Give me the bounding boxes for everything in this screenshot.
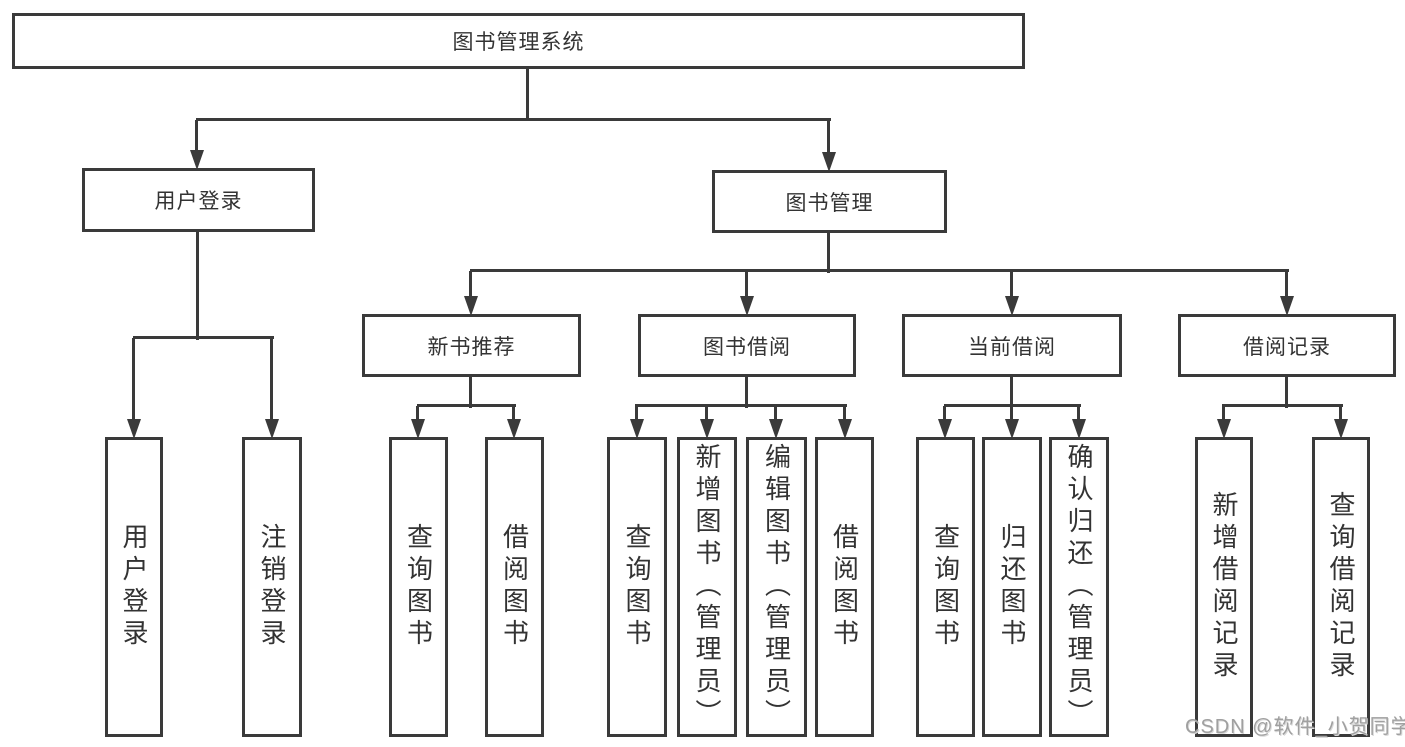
leaf-return-books: 归还图书: [982, 437, 1042, 737]
leaf-query-books-recommend: 查询图书: [389, 437, 448, 737]
leaf-label: 注销登录: [257, 523, 287, 651]
arrow-down-icon: [464, 296, 478, 316]
arrow-down-icon: [630, 419, 644, 439]
connector-arrow-stem: [1010, 271, 1013, 298]
connector-arrow-stem: [635, 406, 638, 421]
arrow-down-icon: [190, 150, 204, 170]
leaf-label: 新增图书（管理员）: [692, 443, 722, 731]
connector-vline: [526, 69, 529, 121]
connector-hline: [1222, 404, 1343, 407]
arrow-down-icon: [507, 419, 521, 439]
connector-hline: [944, 404, 1081, 407]
arrow-down-icon: [127, 419, 141, 439]
watermark: CSDN @软件_小贺同学: [1185, 716, 1405, 738]
leaf-edit-books-admin: 编辑图书（管理员）: [746, 437, 807, 737]
connector-hline: [196, 118, 831, 121]
node-new-book-recommendation: 新书推荐: [362, 314, 581, 377]
connector-arrow-stem: [1010, 406, 1013, 421]
connector-arrow-stem: [774, 406, 777, 421]
leaf-logout: 注销登录: [242, 437, 302, 737]
arrow-down-icon: [1280, 296, 1294, 316]
leaf-user-login: 用户登录: [105, 437, 163, 737]
leaf-query-books-borrowing: 查询图书: [607, 437, 667, 737]
connector-arrow-stem: [270, 338, 273, 421]
connector-arrow-stem: [1339, 406, 1342, 421]
connector-hline: [635, 404, 847, 407]
connector-arrow-stem: [1077, 406, 1080, 421]
connector-arrow-stem: [195, 120, 198, 152]
arrow-down-icon: [938, 419, 952, 439]
connector-arrow-stem: [1222, 406, 1225, 421]
arrow-down-icon: [700, 419, 714, 439]
leaf-query-borrow-record: 查询借阅记录: [1312, 437, 1370, 737]
leaf-add-books-admin: 新增图书（管理员）: [677, 437, 737, 737]
arrow-down-icon: [411, 419, 425, 439]
leaf-borrow-books-recommend: 借阅图书: [485, 437, 544, 737]
connector-arrow-stem: [705, 406, 708, 421]
connector-arrow-stem: [843, 406, 846, 421]
node-borrowing-records: 借阅记录: [1178, 314, 1396, 377]
leaf-label: 查询图书: [403, 523, 434, 651]
connector-arrow-stem: [132, 338, 135, 421]
connector-vline: [196, 232, 199, 340]
connector-arrow-stem: [416, 406, 419, 421]
node-book-management: 图书管理: [712, 170, 947, 233]
leaf-label: 查询图书: [622, 523, 652, 651]
leaf-confirm-return-admin: 确认归还（管理员）: [1049, 437, 1109, 737]
arrow-down-icon: [838, 419, 852, 439]
connector-vline: [469, 377, 472, 408]
leaf-label: 借阅图书: [499, 523, 530, 651]
leaf-label: 用户登录: [119, 523, 149, 651]
arrow-down-icon: [822, 152, 836, 172]
arrow-down-icon: [1005, 296, 1019, 316]
arrow-down-icon: [1217, 419, 1231, 439]
arrow-down-icon: [1334, 419, 1348, 439]
connector-hline: [133, 336, 274, 339]
connector-vline: [1285, 377, 1288, 408]
connector-hline: [470, 269, 1289, 272]
arrow-down-icon: [769, 419, 783, 439]
arrow-down-icon: [1005, 419, 1019, 439]
leaf-label: 确认归还（管理员）: [1064, 443, 1094, 731]
arrow-down-icon: [265, 419, 279, 439]
leaf-label: 新增借阅记录: [1209, 491, 1239, 683]
leaf-label: 查询借阅记录: [1326, 491, 1356, 683]
leaf-query-books-current: 查询图书: [916, 437, 975, 737]
node-book-borrowing: 图书借阅: [638, 314, 856, 377]
connector-arrow-stem: [1285, 271, 1288, 298]
leaf-add-borrow-record: 新增借阅记录: [1195, 437, 1253, 737]
leaf-borrow-books-borrowing: 借阅图书: [815, 437, 874, 737]
connector-vline: [745, 377, 748, 408]
connector-hline: [417, 404, 516, 407]
leaf-label: 编辑图书（管理员）: [761, 443, 792, 731]
connector-vline: [827, 233, 830, 273]
leaf-label: 借阅图书: [829, 523, 860, 651]
node-library-system: 图书管理系统: [12, 13, 1025, 69]
connector-vline: [1010, 377, 1013, 408]
arrow-down-icon: [1072, 419, 1086, 439]
connector-arrow-stem: [469, 271, 472, 298]
node-current-borrowing: 当前借阅: [902, 314, 1122, 377]
connector-arrow-stem: [512, 406, 515, 421]
leaf-label: 归还图书: [997, 523, 1027, 651]
leaf-label: 查询图书: [930, 523, 961, 651]
connector-arrow-stem: [943, 406, 946, 421]
arrow-down-icon: [740, 296, 754, 316]
node-user-login: 用户登录: [82, 168, 315, 232]
connector-arrow-stem: [745, 271, 748, 298]
connector-arrow-stem: [827, 120, 830, 154]
